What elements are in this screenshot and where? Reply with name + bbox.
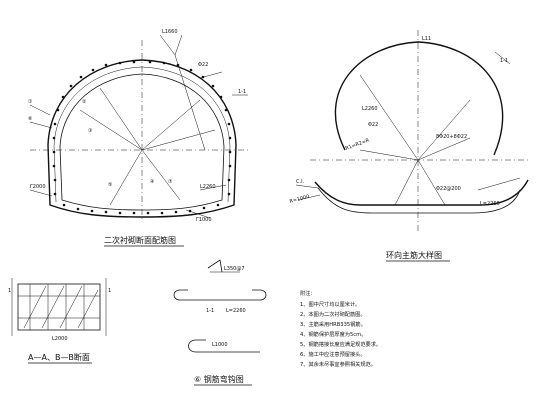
note-item: 4、钢筋保护层厚度为5cm。 [300,330,366,338]
label-g1000: Γ1000 [196,217,212,223]
label-1-1-b: 1-1 [500,58,508,64]
label-phi22-200: Φ22@200 [436,186,461,192]
label-l2260-b: L2260 [362,106,378,112]
label-1-1-c: 1-1 [206,308,214,314]
label-8phi: 8Φ20+8Φ22 [436,134,467,140]
notes-title: 附注： [300,289,316,297]
label-circle-6: ⑥ [28,116,33,122]
note-item: 1、图中尺寸均以厘米计。 [300,300,360,308]
label-l1000: L1000 [212,342,228,348]
label-r1r2: R1=R2=R [345,137,371,151]
label-l2000: L2000 [52,336,68,342]
label-1-left: 1 [8,288,11,294]
lining-section-view: ① ② ③ ④ ⑤ ⑥ ⑦ Φ22 1-1 L2260 Γ2000 Γ1000 … [28,29,250,247]
note-item: 2、本图为二次衬砌配筋图。 [300,310,366,318]
notes-block: 附注： 1、图中尺寸均以厘米计。 2、本图为二次衬砌配筋图。 3、主筋采用HRB… [300,289,381,368]
view1-title: 二次衬砌断面配筋图 [104,235,176,245]
label-circle-7: ⑦ [168,179,173,185]
label-circle-4: ④ [150,179,155,185]
view3-title: A—A、B—B断面 [28,352,90,362]
label-phi22: Φ22 [198,62,208,68]
note-item: 7、其余未尽事宜参照相关规范。 [300,360,376,368]
main-bar-detail-view: L11 1-1 L2260 Φ22 R1=R2=R 8Φ20+8Φ22 Φ22@… [289,30,530,262]
label-l1660: L1660 [162,29,178,35]
label-circle-1: ① [28,99,33,105]
view2-title: 环向主筋大样图 [386,250,442,260]
label-1-right: 1 [108,288,111,294]
note-item: 6、施工中应注意预留接头。 [300,350,366,358]
label-phi22-b: Φ22 [368,122,378,128]
label-g2000: Γ2000 [30,184,46,190]
label-l2260: L2260 [200,184,216,190]
label-1-1: 1-1 [238,89,246,95]
view4-title: ⑥ 钢筋弯钩图 [194,374,244,384]
label-circle-3: ③ [88,128,92,134]
label-l2260-c: L=2260 [480,201,500,207]
label-circle-5: ⑤ [108,182,112,188]
hook-detail-view: L350@7 1-1 L=2260 L1000 ⑥ 钢筋弯钩图 [173,259,267,386]
label-l11: L11 [422,36,431,42]
label-r1000: R=1000 [289,194,310,205]
label-circle-2: ② [82,99,87,105]
aa-bb-section-view: 1 1 L2000 A—A、B—B断面 [8,278,111,364]
note-item: 3、主筋采用HRB335钢筋。 [300,320,366,328]
label-l2260-d: L=2260 [226,308,246,314]
note-item: 5、钢筋搭接长度应满足规范要求。 [300,340,381,348]
label-ci: C.I. [296,179,305,185]
label-l350: L350@7 [224,266,245,272]
